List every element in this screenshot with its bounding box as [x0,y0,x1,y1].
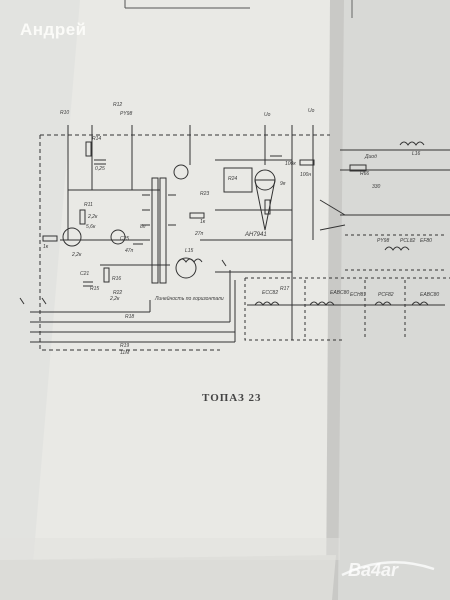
label-23: 1к [200,219,206,225]
label-6: R15 [90,286,99,292]
label-9: R18 [125,314,134,320]
label-13: 1к [43,244,49,250]
label-18: 27п [194,231,204,237]
label-11: 5,6к [86,224,96,230]
label-36: PCL82 [400,238,416,244]
document-title: ТОПАЗ 23 [202,392,262,404]
label-24: 2,2к [109,296,120,302]
label-17: АН7941 [244,232,267,238]
label-30: R22 [113,290,122,296]
label-5: R14 [92,136,101,142]
label-28: R24 [228,176,237,182]
label-33: L16 [412,151,421,157]
label-0: R12 [113,102,122,108]
label-14: 47п [125,248,134,254]
label-27: R23 [200,191,209,197]
label-35: EF80 [420,238,432,244]
label-16: 0,25 [95,166,105,172]
circuit-lines [19,125,450,351]
label-2: R10 [60,110,69,116]
label-10: R19 [120,343,129,349]
label-12: 2,2к [87,214,98,220]
bazar-logo-text: Ba4ar [348,560,399,580]
label-41: EABC80 [420,292,439,298]
label-22: Uo [264,112,271,118]
label-43: R66 [360,171,369,177]
label-21: 9я [280,181,286,187]
label-37: PCF82 [378,292,394,298]
label-44: 330 [372,184,381,190]
label-15: 8п [140,224,146,230]
label-4: R11 [84,202,93,208]
label-32: L15 [185,248,194,254]
label-40: ECH81 [350,292,366,298]
label-8: R17 [280,286,289,292]
label-31: Линейность по горизонтали [154,295,224,302]
label-19: 100к [285,161,296,167]
label-3: Uo [308,108,315,114]
label-25: C21 [80,271,89,277]
label-34: PY98 [377,238,389,244]
bazar-logo [341,561,435,577]
label-45: 11M [120,350,130,356]
label-7: R16 [112,276,121,282]
label-39: EABC80 [330,290,349,296]
schematic-labels: R12 PY98 R10 Uo R11 R14 R15 R16 R17 R18 … [43,102,439,356]
label-26: C25 [120,236,129,242]
watermark-text: Андрей [20,20,87,39]
label-38: ECC82 [262,290,278,296]
label-29: 2,2к [71,252,82,258]
label-42: Диод [364,154,377,160]
label-1: PY98 [120,111,132,117]
label-20: 100н [300,172,311,178]
